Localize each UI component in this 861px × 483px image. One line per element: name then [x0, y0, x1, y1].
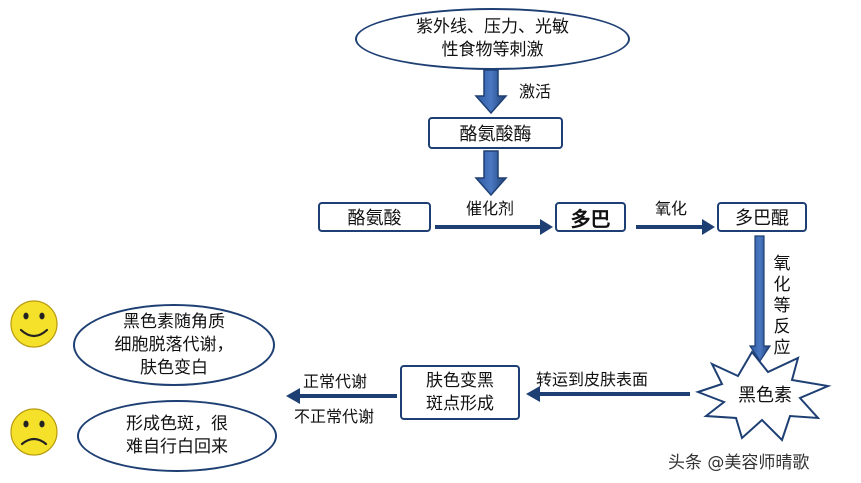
melanin-burst [695, 350, 832, 442]
node-darkening-line1: 肤色变黑 [426, 370, 494, 391]
node-normal-line2: 细胞脱落代谢， [114, 334, 234, 355]
sad-face-icon [10, 408, 58, 456]
node-stimuli-line1: 紫外线、压力、光敏 [416, 17, 569, 37]
smiley-face-icon [10, 300, 58, 348]
edge-label-oxidation: 氧化 [655, 199, 688, 218]
edge-label-abnormal: 不正常代谢 [294, 407, 375, 426]
node-darkening-line2: 斑点形成 [426, 393, 494, 414]
node-dopaquinone: 多巴醌 [717, 202, 807, 232]
node-darkening: 肤色变黑 斑点形成 [400, 365, 520, 420]
node-abnormal-line2: 难自行白回来 [126, 437, 228, 457]
node-abnormal-outcome: 形成色斑，很 难自行白回来 [77, 400, 277, 472]
node-normal-line1: 黑色素随角质 [123, 311, 225, 332]
arrow-darkening-to-outcomes [286, 388, 397, 404]
node-abnormal-line1: 形成色斑，很 [126, 414, 228, 434]
watermark: 头条 @美容师晴歌 [668, 453, 810, 473]
edge-label-activate: 激活 [519, 82, 552, 101]
arrow-dopaquinone-to-melanin [748, 235, 772, 363]
arrow-stimuli-to-tyrosinase [474, 69, 508, 115]
edge-label-oxidation-etc: 氧化等反应 [773, 254, 791, 358]
node-normal-line3: 肤色变白 [140, 357, 208, 378]
arrow-tyrosinase-to-tyrosine [474, 150, 508, 197]
node-stimuli-line2: 性食物等刺激 [441, 40, 544, 60]
node-melanin: 黑色素 [738, 385, 792, 406]
node-stimuli: 紫外线、压力、光敏 性食物等刺激 [355, 8, 630, 70]
node-normal-outcome: 黑色素随角质 细胞脱落代谢， 肤色变白 [73, 304, 275, 386]
node-tyrosinase: 酪氨酸酶 [428, 117, 563, 149]
edge-label-transport: 转运到皮肤表面 [536, 370, 649, 389]
arrow-tyrosine-to-dopa [435, 219, 553, 235]
arrow-melanin-to-darkening [526, 386, 690, 402]
node-dopa: 多巴 [555, 202, 626, 232]
node-tyrosine: 酪氨酸 [318, 202, 431, 232]
arrow-dopa-to-dopaquinone [636, 219, 715, 235]
edge-label-normal: 正常代谢 [303, 372, 368, 391]
edge-label-catalyst: 催化剂 [466, 199, 515, 218]
